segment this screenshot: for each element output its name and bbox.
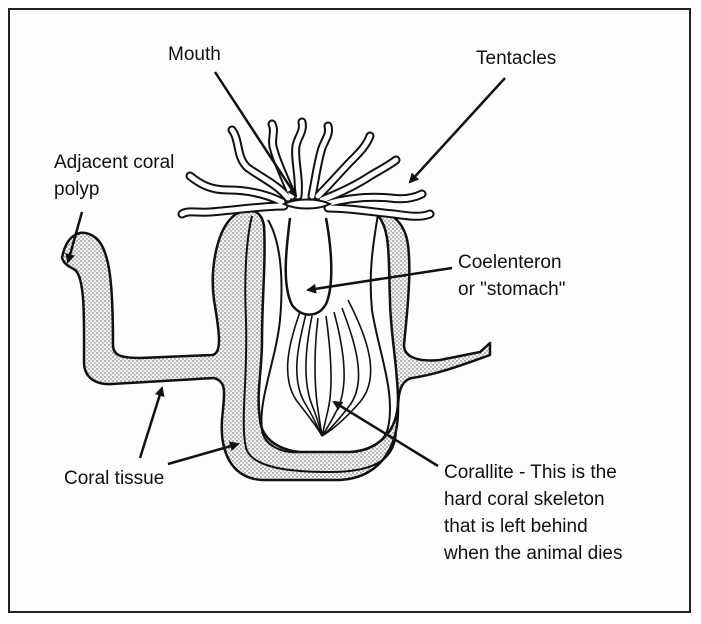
label-stomach: or "stomach" [458,277,565,302]
label-corallite-4: when the animal dies [444,541,623,566]
label-mouth: Mouth [168,42,221,67]
coelenteron-cavity [286,218,332,315]
label-adjacent-polyp: polyp [54,177,99,202]
label-corallite-2: hard coral skeleton [444,487,605,512]
tentacles-arrow [410,78,505,182]
label-corallite-3: that is left behind [444,514,588,539]
label-adjacent-coral: Adjacent coral [54,150,174,175]
coral-tissue-arrow-1 [140,388,162,458]
label-corallite-1: Corallite - This is the [444,460,617,485]
label-coelenteron: Coelenteron [458,250,562,275]
label-coral-tissue: Coral tissue [64,466,164,491]
mouth-opening [284,200,330,209]
label-tentacles: Tentacles [476,46,556,71]
